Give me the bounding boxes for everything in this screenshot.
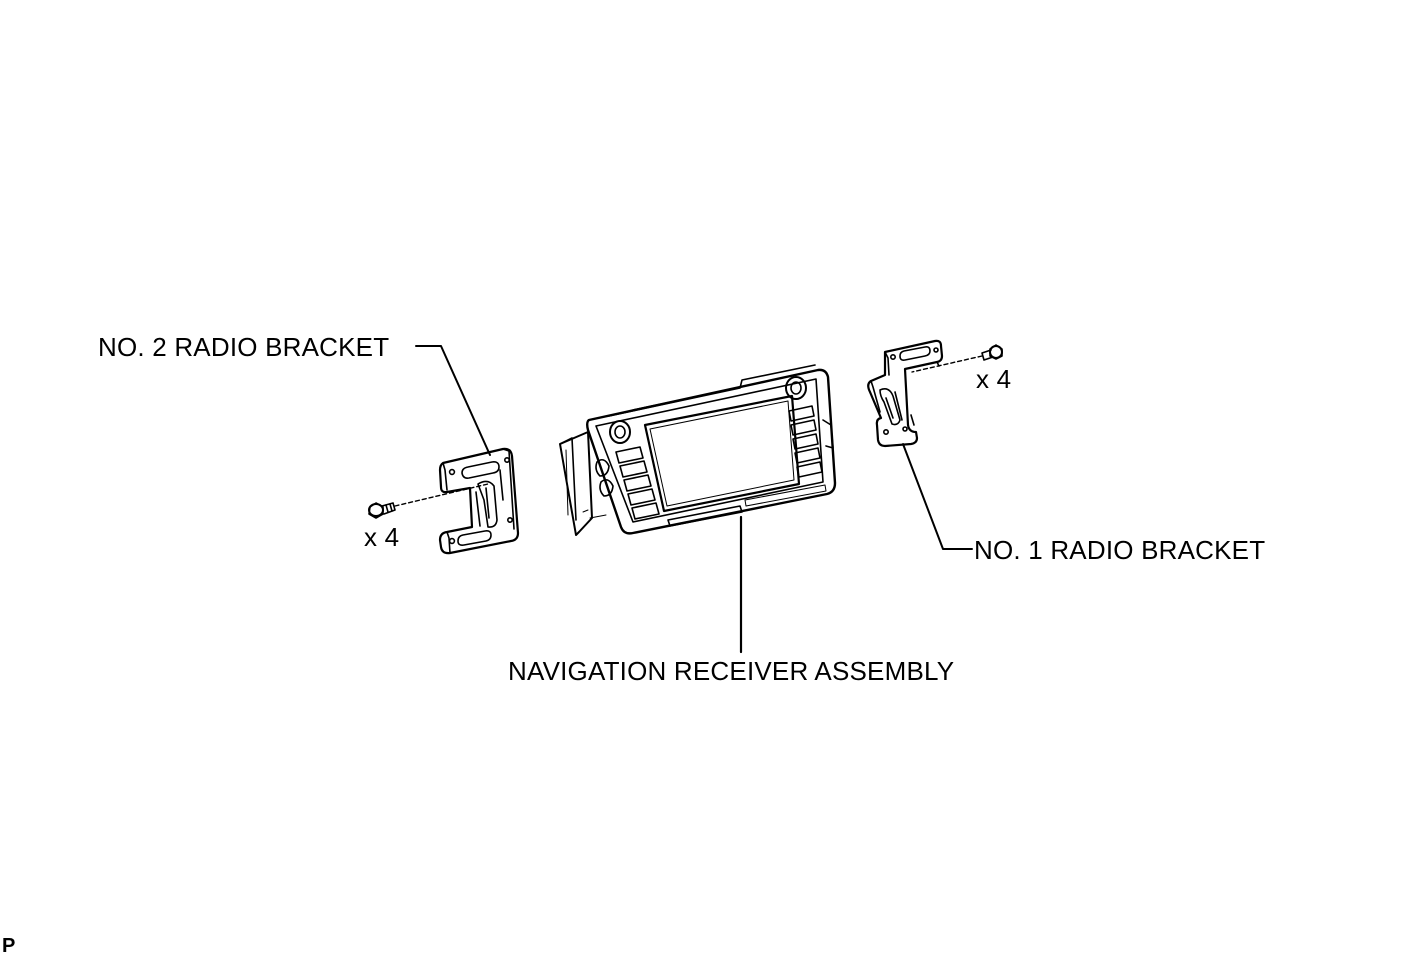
no2-radio-bracket-label: NO. 2 RADIO BRACKET <box>98 332 390 362</box>
navigation-receiver-assembly-label: NAVIGATION RECEIVER ASSEMBLY <box>508 656 955 686</box>
corner-mark-label: P <box>2 935 16 957</box>
right-screw-guide-line <box>912 356 982 372</box>
screw-count-right-label: x 4 <box>976 364 1012 394</box>
left-screw-guide-line <box>395 484 488 506</box>
screw-icon-left <box>369 503 395 518</box>
no1-leader-line <box>903 444 972 549</box>
no1-radio-bracket-part <box>868 341 942 446</box>
no1-radio-bracket-label: NO. 1 RADIO BRACKET <box>974 535 1266 565</box>
screw-icon-right <box>982 345 1002 360</box>
screw-count-left-label: x 4 <box>364 522 400 552</box>
no2-leader-line <box>416 346 490 455</box>
no2-radio-bracket-part <box>440 449 518 553</box>
navigation-receiver-part <box>560 365 835 535</box>
